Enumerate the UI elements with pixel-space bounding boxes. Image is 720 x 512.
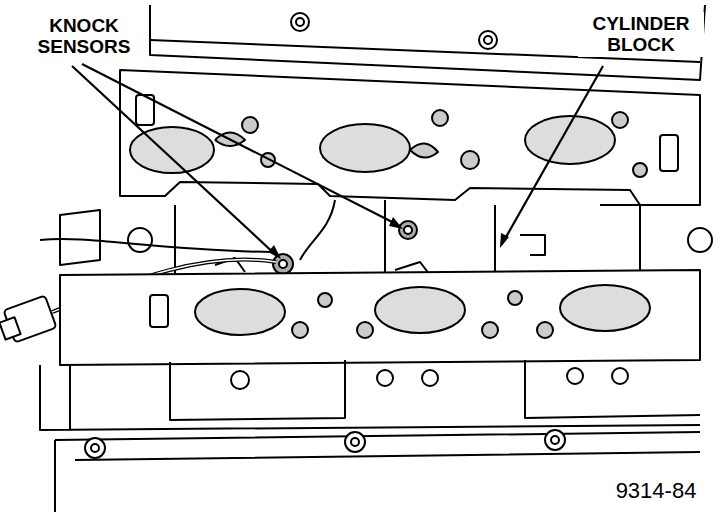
part-label: CYLINDER BLOCK [578,12,704,57]
part-label: KNOCK SENSORS [24,14,144,59]
figure-number: 9314-84 [598,478,714,505]
